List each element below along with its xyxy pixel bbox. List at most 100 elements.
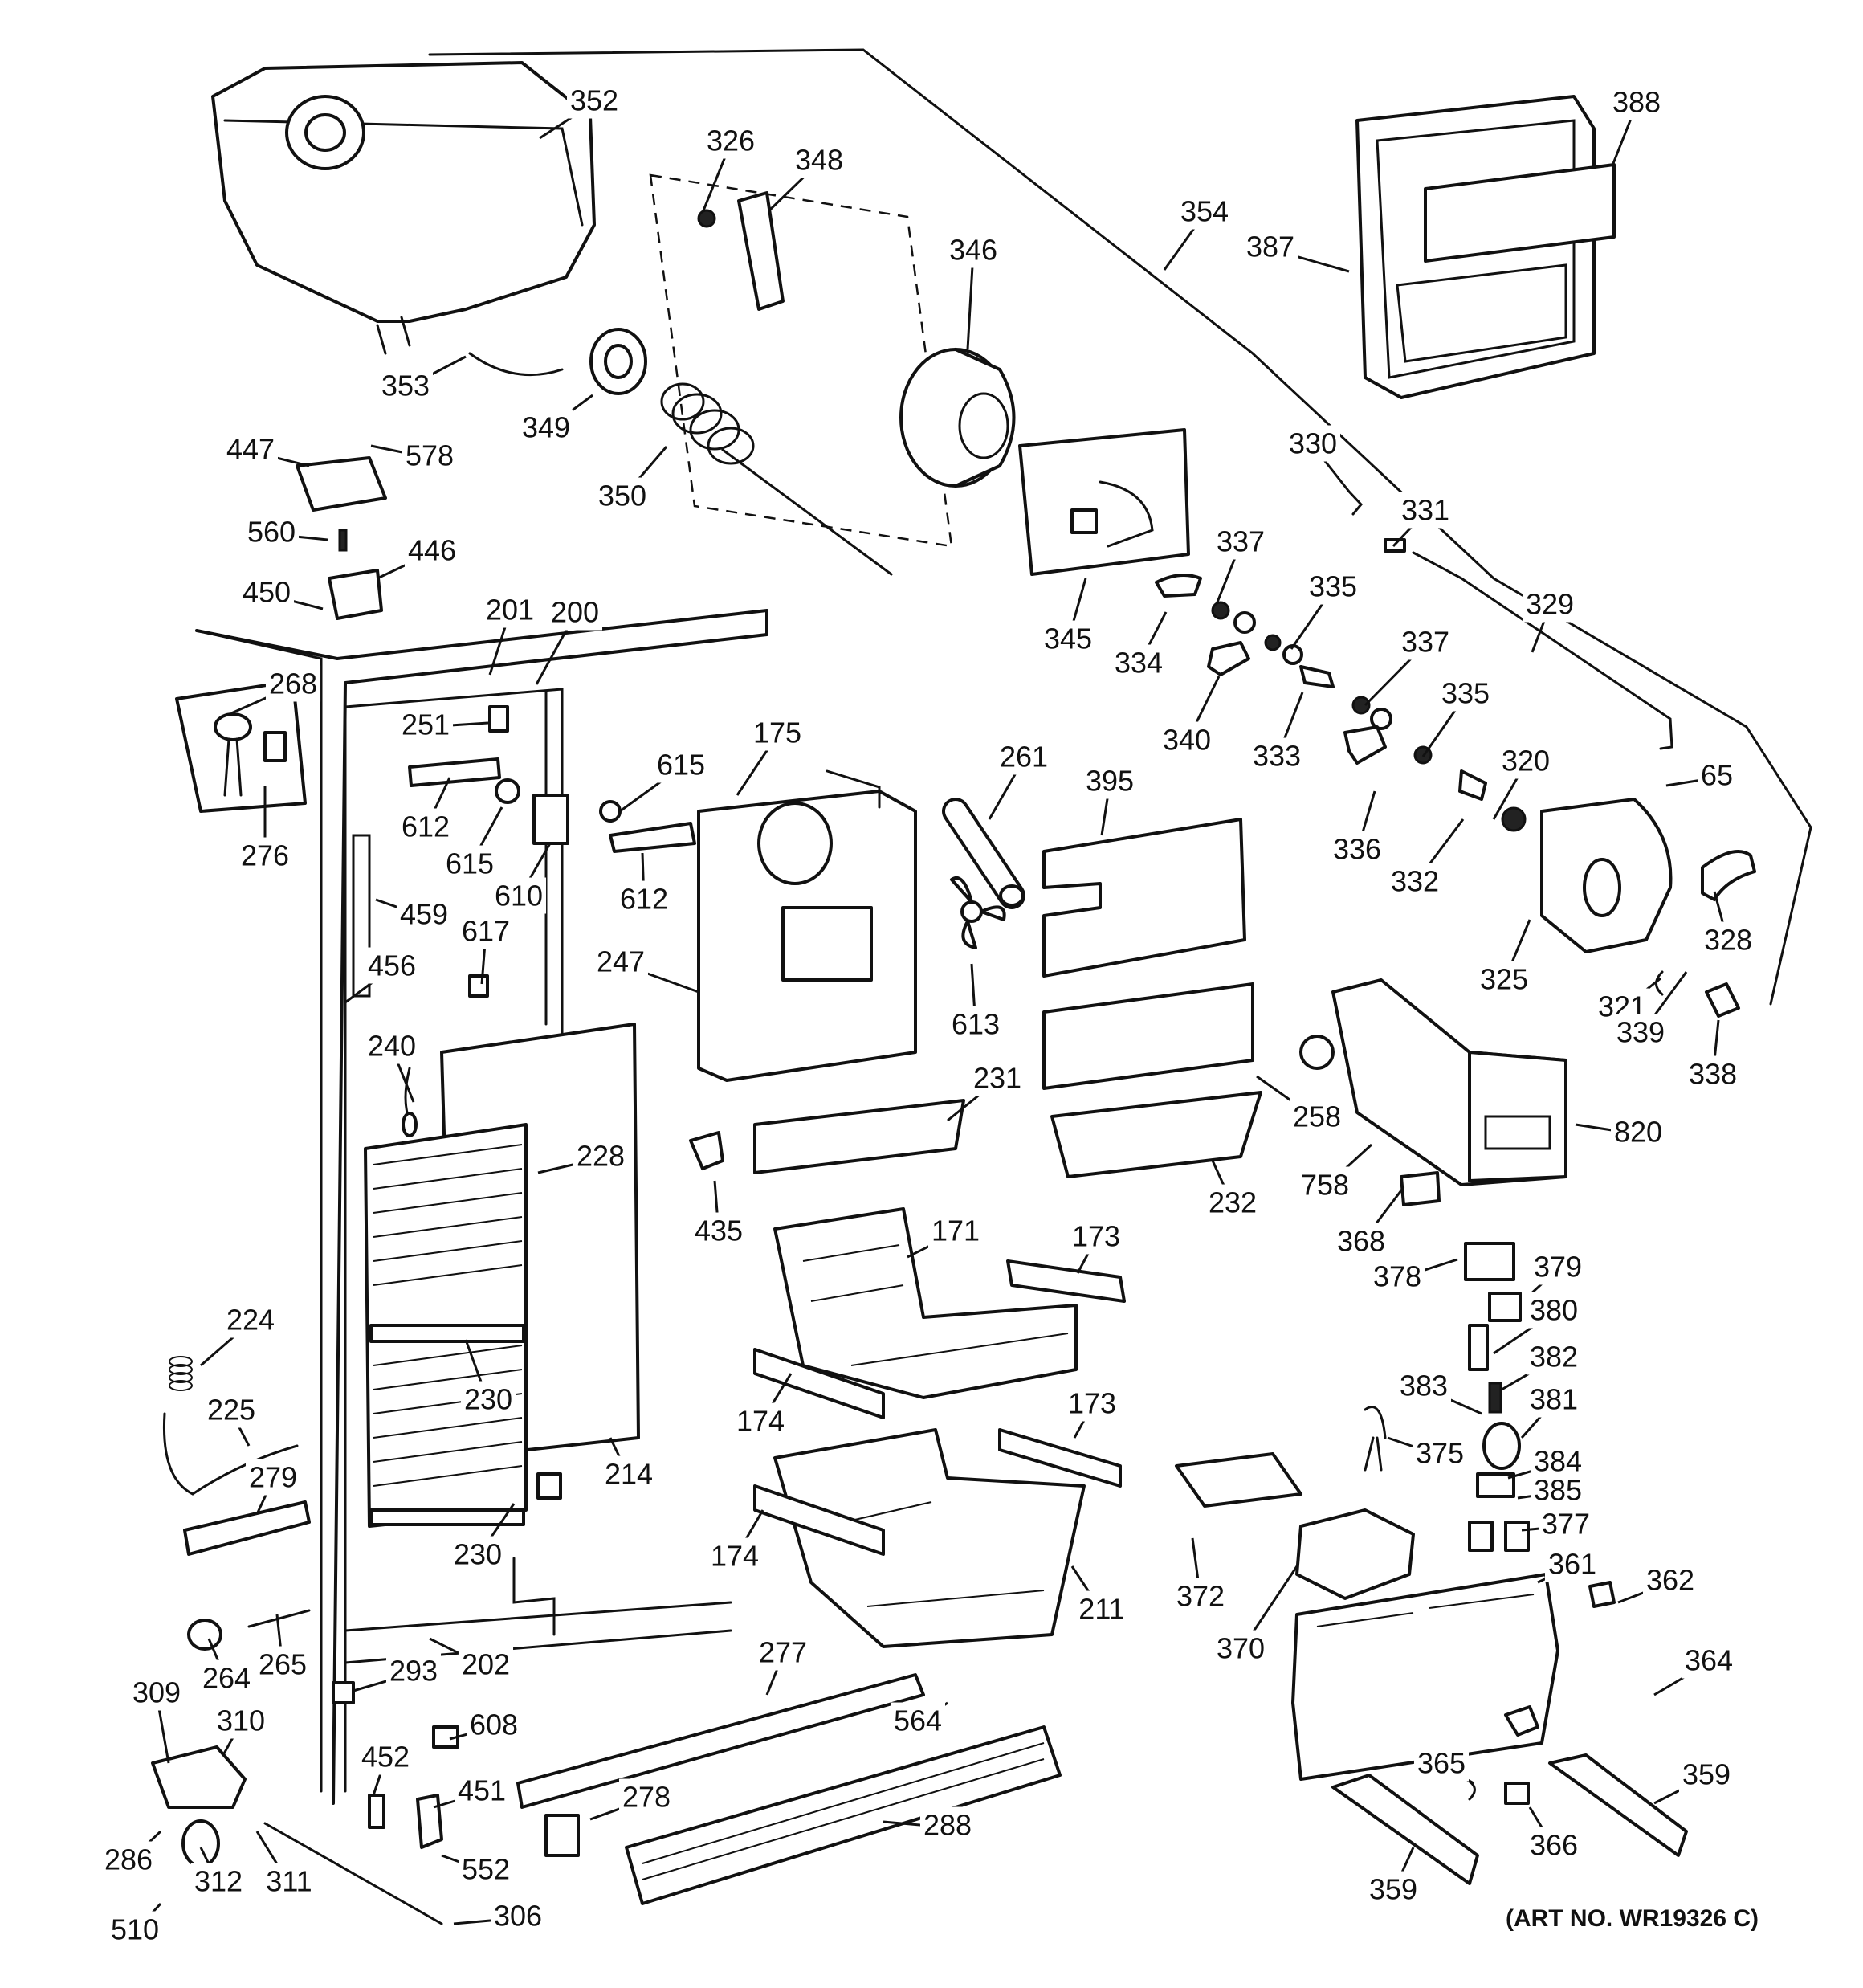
callout-label-background (237, 837, 293, 874)
callout-label-background (1397, 492, 1453, 529)
callout-331: 331 (1401, 494, 1449, 527)
callout-label-background (385, 1652, 442, 1689)
callout-375: 375 (1416, 1437, 1464, 1470)
callout-label-background (948, 1006, 1004, 1043)
callout-578: 578 (406, 439, 454, 472)
callout-label-background (1068, 1218, 1124, 1255)
callout-label-background (1685, 1055, 1741, 1092)
callout-label-background (1697, 757, 1737, 794)
callout-265: 265 (259, 1648, 307, 1681)
callout-label-background (458, 912, 514, 949)
callout-310: 310 (217, 1704, 265, 1737)
callout-615: 615 (446, 847, 494, 880)
callout-337: 337 (1217, 525, 1265, 558)
callout-label-background (377, 367, 434, 404)
callout-label-background (1329, 831, 1385, 867)
callout-label-background (707, 1537, 763, 1574)
callout-label-background (364, 947, 420, 984)
callout-label-background (491, 877, 547, 914)
callout-312: 312 (194, 1865, 243, 1898)
callout-label-background (442, 845, 498, 882)
callout-label-background (1530, 1472, 1586, 1508)
callout-758: 758 (1301, 1169, 1349, 1202)
callout-label-background (450, 1536, 506, 1573)
callout-370: 370 (1217, 1632, 1265, 1665)
callout-364: 364 (1685, 1644, 1733, 1677)
dispenser-motor (1540, 798, 1756, 1018)
callout-label-background (1612, 1014, 1669, 1051)
callout-348: 348 (795, 144, 843, 177)
callout-label-background (1476, 961, 1532, 998)
callout-label-background (703, 122, 759, 159)
callout-label-background (1530, 1248, 1586, 1285)
air-duct-covers (753, 818, 1262, 1178)
duct-tube (942, 798, 1025, 909)
callout-552: 552 (462, 1853, 510, 1886)
callout-label-background (573, 1137, 629, 1174)
auger-assembly (589, 191, 893, 576)
callout-label-background (1333, 1223, 1389, 1259)
callout-label-background (594, 477, 650, 514)
callout-175: 175 (753, 716, 801, 749)
lower-parts (516, 1673, 1688, 1905)
leader-line-346 (966, 251, 975, 350)
callout-label-background (1412, 1435, 1468, 1472)
callout-label-background (458, 1851, 514, 1888)
callout-350: 350 (598, 480, 646, 512)
callout-label-background (397, 706, 454, 743)
callout-382: 382 (1530, 1341, 1578, 1374)
callout-311: 311 (266, 1865, 312, 1898)
callout-264: 264 (202, 1662, 251, 1695)
callout-label-background (1305, 568, 1361, 605)
callout-451: 451 (458, 1774, 506, 1807)
callout-385: 385 (1534, 1474, 1582, 1507)
callout-338: 338 (1689, 1058, 1737, 1091)
callout-label-background (265, 665, 321, 702)
callout-label-background (1544, 1545, 1600, 1582)
callout-label-background (238, 574, 295, 610)
callout-label-background (1498, 742, 1554, 779)
callout-510: 510 (111, 1913, 159, 1946)
ice-dispenser-outline (428, 48, 1812, 1006)
callout-231: 231 (973, 1062, 1021, 1095)
callout-380: 380 (1530, 1294, 1578, 1327)
evaporator (364, 1023, 640, 1528)
callout-label-background (1526, 1827, 1582, 1863)
callout-label-background (755, 1634, 811, 1671)
callout-353: 353 (381, 369, 430, 402)
callout-326: 326 (707, 125, 755, 157)
callout-368: 368 (1337, 1225, 1385, 1258)
callout-330: 330 (1289, 427, 1337, 460)
callout-label-background (1642, 1561, 1698, 1598)
callout-label-background (1213, 1630, 1269, 1667)
callout-label-background (1396, 1367, 1452, 1404)
callout-247: 247 (597, 945, 645, 978)
callout-label-background (1538, 1505, 1594, 1542)
callout-label-background (593, 943, 649, 980)
callout-225: 225 (207, 1394, 255, 1427)
callout-label-background (397, 808, 454, 845)
callout-278: 278 (622, 1781, 671, 1814)
callout-359: 359 (1682, 1758, 1731, 1791)
callout-232: 232 (1209, 1186, 1257, 1219)
fan-blade (950, 876, 1006, 949)
callout-345: 345 (1044, 623, 1092, 655)
callout-613: 613 (952, 1008, 1000, 1041)
callout-label-background (518, 409, 574, 446)
callout-label-background (190, 1863, 247, 1900)
damper-parts (1364, 1242, 1530, 1552)
callout-label-background (616, 880, 672, 917)
light-socket (175, 680, 307, 813)
callout-label-background (482, 591, 538, 628)
callout-447: 447 (226, 433, 275, 466)
callout-label-background (691, 1212, 747, 1249)
freezer-baskets (753, 1207, 1126, 1648)
callout-label-background (1289, 1098, 1345, 1135)
callout-446: 446 (408, 534, 456, 567)
callout-258: 258 (1293, 1100, 1341, 1133)
callout-340: 340 (1163, 724, 1211, 757)
callout-label-background (1040, 620, 1096, 657)
callout-224: 224 (226, 1304, 275, 1337)
